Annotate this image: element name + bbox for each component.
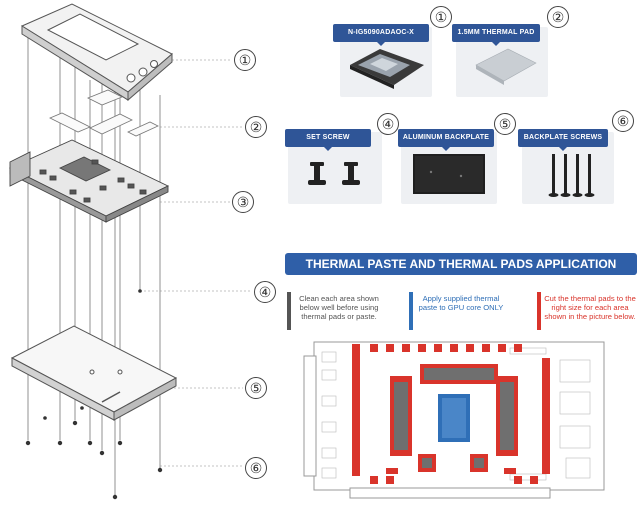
part-label-thermal-pad: 1.5MM THERMAL PAD xyxy=(452,24,540,46)
pad-note: Cut the thermal pads to the right size f… xyxy=(544,294,636,321)
water-block-part xyxy=(20,3,173,102)
backplate-screws-thumbnail xyxy=(548,154,595,197)
part-label-aluminum-backplate: ALUMINUM BACKPLATE xyxy=(398,129,494,151)
clean-indicator-bar xyxy=(287,292,291,330)
callout-1: ① xyxy=(234,49,256,71)
part-label-water-block: N-IG5090ADAOC-X xyxy=(333,24,429,46)
callout-6: ⑥ xyxy=(245,457,267,479)
part-number-6: ⑥ xyxy=(612,110,634,132)
backplate-screws-part xyxy=(25,406,163,500)
backplate-part xyxy=(10,325,178,421)
clean-note: Clean each area shown below well before … xyxy=(299,294,379,321)
set-screw-thumbnail xyxy=(308,162,360,185)
paste-note: Apply supplied thermal paste to GPU core… xyxy=(418,294,504,312)
graphics-card-pcb-part xyxy=(8,139,170,223)
callout-5: ⑤ xyxy=(245,377,267,399)
pad-indicator-bar xyxy=(537,292,541,330)
callout-4: ④ xyxy=(254,281,276,303)
thermal-pads-part xyxy=(49,89,159,137)
part-label-set-screw: SET SCREW xyxy=(285,129,371,151)
part-number-5: ⑤ xyxy=(494,113,516,135)
callout-2: ② xyxy=(245,116,267,138)
exploded-assembly-diagram xyxy=(8,3,252,500)
pcb-application-diagram xyxy=(303,341,605,499)
part-number-4: ④ xyxy=(377,113,399,135)
part-number-2: ② xyxy=(547,6,569,28)
aluminum-backplate-thumbnail xyxy=(413,154,485,194)
application-title: THERMAL PASTE AND THERMAL PADS APPLICATI… xyxy=(285,253,637,275)
callout-3: ③ xyxy=(232,191,254,213)
thermal-pad-thumbnail xyxy=(475,48,537,85)
part-number-1: ① xyxy=(430,6,452,28)
paste-indicator-bar xyxy=(409,292,413,330)
part-label-backplate-screws: BACKPLATE SCREWS xyxy=(518,129,608,151)
water-block-thumbnail xyxy=(350,49,424,89)
